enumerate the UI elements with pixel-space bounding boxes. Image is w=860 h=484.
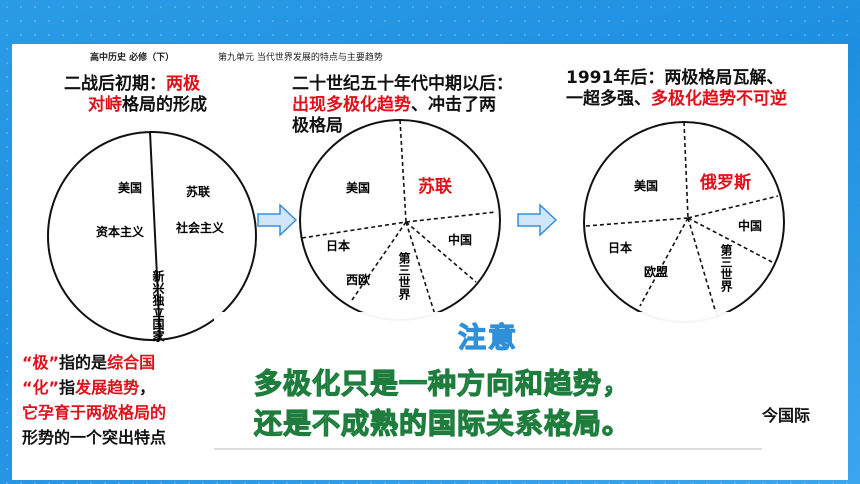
bottom-right-tail: 今国际 [762, 406, 811, 425]
unit-label: 第九单元 当代世界发展的特点与主要趋势 [218, 53, 383, 63]
pie1-ussr-label: 苏联 [186, 184, 210, 199]
pie1-capitalism-label: 资本主义 [96, 224, 145, 239]
pie2-third-world-label: 第三世界 [397, 251, 411, 301]
pie3-usa-label: 美国 [634, 178, 658, 193]
course-label: 高中历史 必修（下） [90, 53, 175, 63]
note-line-2: 还是不成熟的国际关系格局。 [253, 406, 632, 440]
stage2-title: 二十世纪五十年代中期以后： 出现多极化趋势、冲击了两 极格局 [292, 74, 513, 136]
note-line-1: 多极化只是一种方向和趋势， [253, 366, 632, 400]
pie2-usa-label: 美国 [346, 180, 370, 195]
stage3-title: 1991年后：两极格局瓦解、 一超多强、多极化趋势不可逆 [566, 68, 787, 109]
pie-3: 美国 俄罗斯 日本 欧盟 中国 第三世界 [583, 121, 785, 323]
pie2-japan-label: 日本 [326, 238, 350, 253]
note-callout: 注意 多极化只是一种方向和趋势， 还是不成熟的国际关系格局。 [214, 312, 762, 450]
pie2-west-europe-label: 西欧 [346, 272, 370, 287]
pie3-russia-label: 俄罗斯 [699, 172, 751, 193]
pie3-third-world-label: 第三世界 [719, 243, 733, 293]
arrow-icon [517, 203, 558, 237]
pie3-japan-label: 日本 [608, 240, 632, 255]
pie1-divider [149, 131, 161, 339]
pie2-china-label: 中国 [448, 232, 472, 247]
pie2-ussr-label: 苏联 [418, 176, 452, 197]
pie1-usa-label: 美国 [118, 180, 142, 195]
bottom-explanation: “极”指的是综合国 “化”指发展趋势， 它孕育于两极格局的 形势的一个突出特点 [22, 353, 167, 447]
pie1-newly-independent-label: 新兴独立国家 [151, 269, 165, 343]
pie-1: 美国 苏联 资本主义 社会主义 新兴独立国家 [47, 131, 257, 343]
pie1-socialism-label: 社会主义 [175, 220, 225, 235]
pie-2: 美国 苏联 日本 西欧 中国 第三世界 [299, 119, 501, 321]
arrow-icon [257, 203, 298, 237]
note-title: 注意 [457, 320, 518, 354]
stage1-title: 二战后初期：两极 对峙格局的形成 [64, 74, 207, 115]
pie3-eu-label: 欧盟 [644, 264, 668, 279]
pie3-china-label: 中国 [738, 218, 762, 233]
